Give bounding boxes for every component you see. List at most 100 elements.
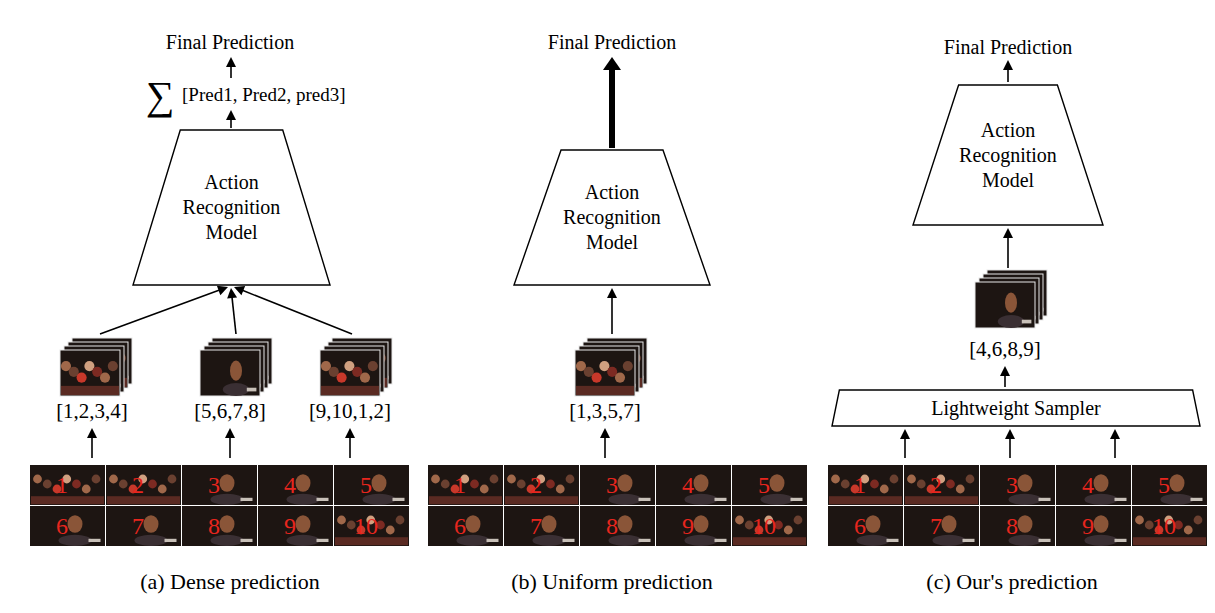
video-frame	[334, 506, 409, 546]
arrow-head	[217, 286, 228, 295]
arrow-head	[345, 428, 355, 438]
crowd-figure	[77, 373, 87, 383]
sampler-box: Lightweight Sampler	[832, 390, 1200, 426]
arrow-head	[1003, 228, 1013, 238]
arrow-head	[234, 286, 245, 295]
video-frame	[580, 465, 655, 505]
frame-number: 2	[930, 471, 942, 500]
video-frame	[60, 350, 120, 396]
crowd-figure	[890, 475, 899, 484]
frame-number: 7	[132, 512, 144, 541]
crowd-band	[576, 386, 634, 395]
outline-shape	[913, 85, 1103, 225]
video-frame	[182, 465, 257, 505]
person-face	[220, 515, 235, 533]
crowd-figure	[956, 485, 965, 494]
arrow-line	[1007, 237, 1009, 268]
logo	[487, 539, 499, 542]
logo	[317, 498, 329, 501]
video-frame	[428, 506, 503, 546]
crowd-figure	[470, 480, 479, 489]
model-trapezoid: Action Recognition Model	[913, 85, 1103, 225]
arrow-line	[91, 437, 93, 458]
crowd-figure	[108, 361, 118, 371]
frame-number: 9	[284, 512, 296, 541]
crowd-figure	[158, 485, 167, 494]
frame-number: 1	[454, 471, 466, 500]
crowd-figure	[592, 373, 602, 383]
video-frame	[656, 506, 731, 546]
frame-number: 5	[360, 471, 372, 500]
arrow-head	[1003, 60, 1013, 70]
frame-number: 4	[1082, 471, 1094, 500]
prediction-list: [Pred1, Pred2, pred3]	[182, 84, 346, 107]
crowd-figure	[735, 516, 744, 525]
logo	[639, 498, 651, 501]
arrow-head	[1000, 366, 1010, 376]
crowd-figure	[917, 480, 926, 489]
person-face	[694, 474, 709, 492]
person-face	[866, 515, 881, 533]
model-trapezoid: Action Recognition Model	[133, 130, 330, 285]
crowd-figure	[546, 480, 555, 489]
logo	[1191, 498, 1203, 501]
video-frame	[732, 506, 807, 546]
video-frame	[1056, 465, 1131, 505]
crowd-figure	[623, 361, 633, 371]
arrow-head	[603, 57, 621, 70]
logo	[887, 539, 899, 542]
arrow-line	[1004, 375, 1006, 387]
person-body	[223, 383, 249, 396]
arrow-line	[1007, 69, 1009, 82]
crowd-figure	[480, 485, 489, 494]
crowd-figure	[92, 475, 101, 484]
outline-shape	[514, 150, 710, 285]
logo	[715, 498, 727, 501]
person-face	[230, 361, 242, 381]
text-label: [9,10,1,2]	[309, 399, 391, 424]
video-frame	[504, 465, 579, 505]
logo	[1039, 539, 1051, 542]
video-frame	[182, 506, 257, 546]
crowd-figure	[517, 480, 526, 489]
logo	[1039, 498, 1051, 501]
frame-number: 3	[1006, 471, 1018, 500]
person-face	[1018, 474, 1033, 492]
text-label: ∑	[146, 72, 175, 120]
logo	[639, 539, 651, 542]
node-text: Action Recognition Model	[553, 180, 671, 255]
arrow-head	[1005, 429, 1015, 439]
text-label: [5,6,7,8]	[194, 399, 266, 424]
video-frame	[575, 350, 635, 396]
text-label: (a) Dense prediction	[140, 569, 320, 595]
text-label: Final Prediction	[166, 30, 294, 54]
crowd-figure	[168, 475, 177, 484]
arrow-line	[349, 437, 351, 458]
frame-number: 2	[530, 471, 542, 500]
crowd-figure	[119, 480, 128, 489]
video-frame	[975, 282, 1035, 328]
person-face	[144, 515, 159, 533]
crowd-figure	[1184, 526, 1193, 535]
person-face	[942, 515, 957, 533]
frame-number: 3	[606, 471, 618, 500]
frame-number: 4	[284, 471, 296, 500]
video-frame	[334, 465, 409, 505]
logo	[1115, 539, 1127, 542]
video-frame	[656, 465, 731, 505]
crowd-figure	[566, 475, 575, 484]
video-frame	[504, 506, 579, 546]
video-frame	[904, 465, 979, 505]
crowd-figure	[33, 475, 42, 484]
text-label: Final Prediction	[944, 35, 1072, 59]
arrow-head	[225, 428, 235, 438]
frame-number: 4	[682, 471, 694, 500]
logo	[791, 498, 803, 501]
arrow-line	[100, 290, 220, 334]
crowd-figure	[490, 475, 499, 484]
arrow-head	[900, 429, 910, 439]
frame-number: 8	[1006, 512, 1018, 541]
crowd-figure	[615, 373, 625, 383]
logo	[165, 539, 177, 542]
